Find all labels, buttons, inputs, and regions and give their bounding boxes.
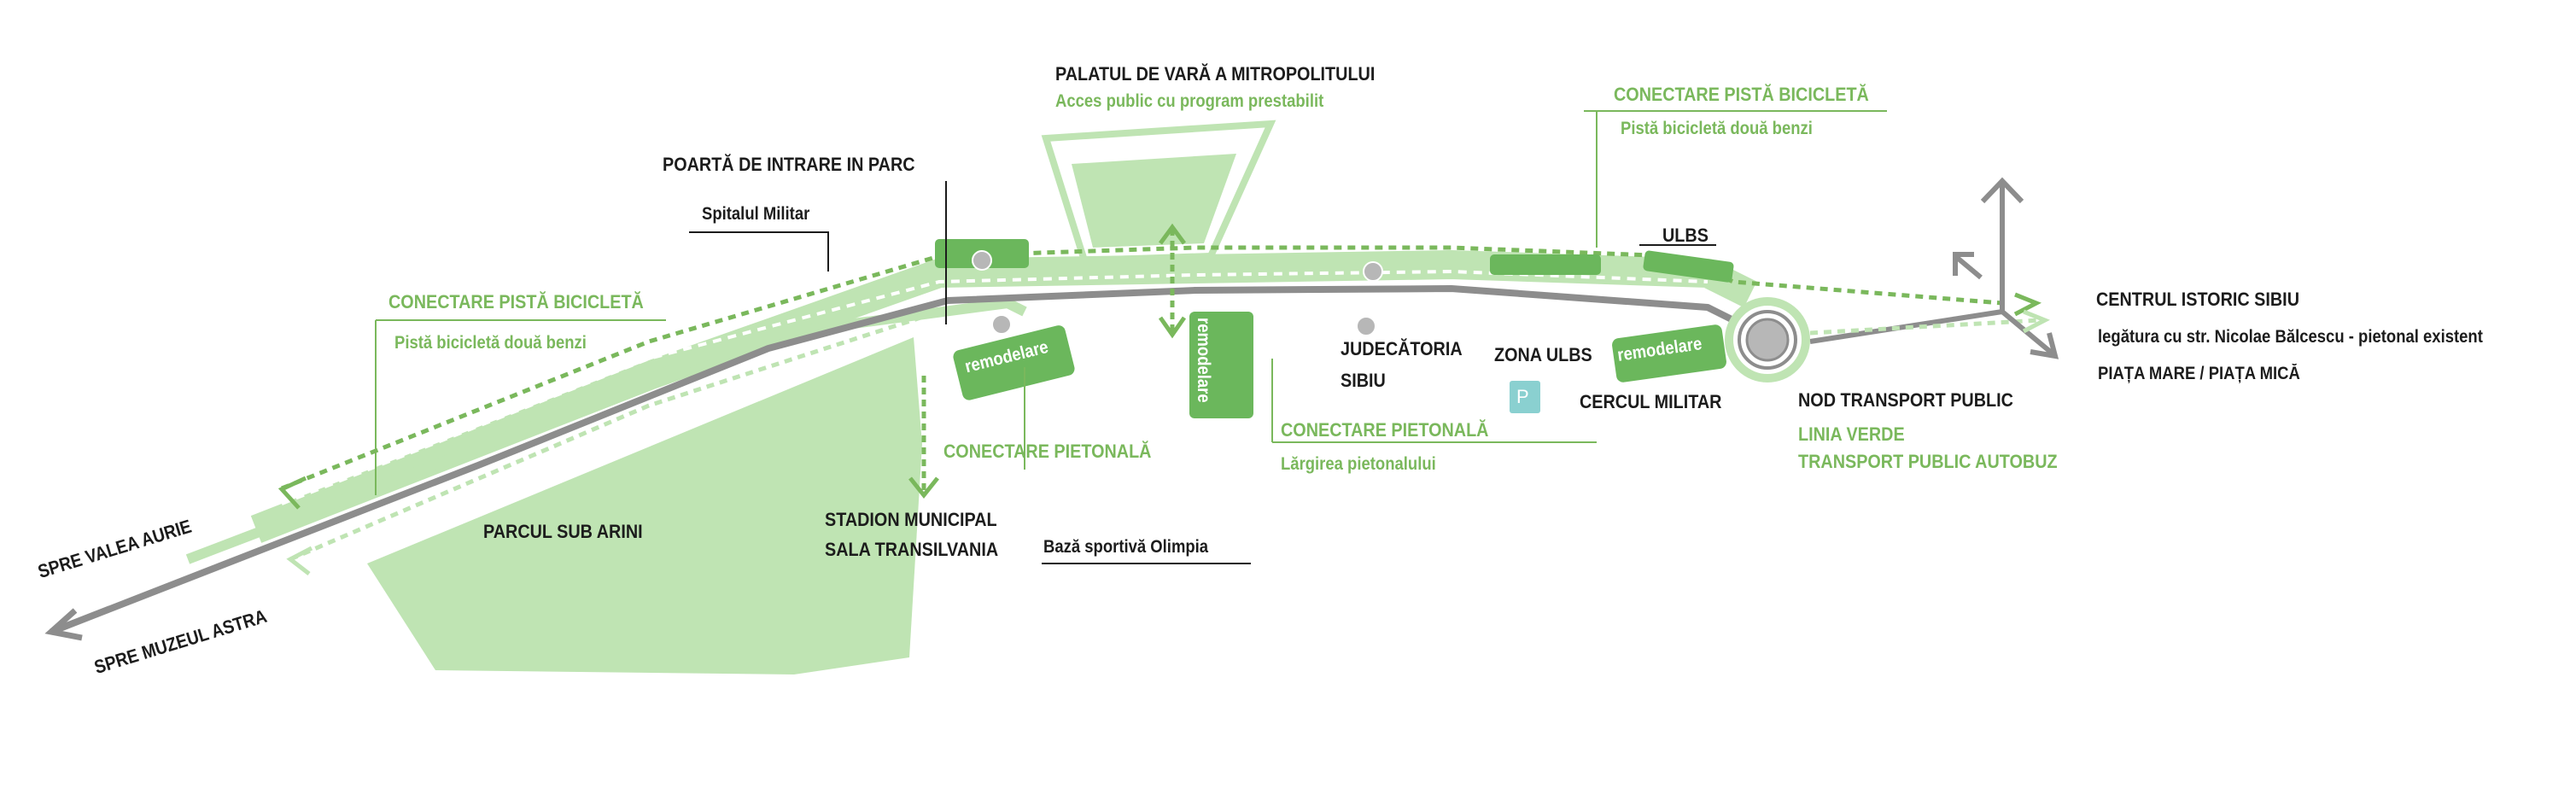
stop-dot: [1356, 316, 1376, 336]
bike-connection-right-title: CONECTARE PISTĂ BICICLETĂ: [1614, 84, 1869, 105]
building-remodel-3: [1612, 324, 1726, 382]
bike-connection-left-title: CONECTARE PISTĂ BICICLETĂ: [388, 291, 644, 312]
parking-icon: [1510, 381, 1540, 413]
bike-connection-right-subtitle: Pistă bicicletă două benzi: [1621, 119, 1813, 138]
arrow-icon: [277, 476, 307, 510]
arrow-icon: [286, 546, 313, 575]
stop-dot: [972, 250, 992, 271]
arrow-icon: [1954, 254, 1983, 280]
sidewalk-widening-label: Lărgirea pietonalului: [1281, 454, 1436, 474]
palace-subtitle: Acces public cu program prestabilit: [1055, 91, 1324, 111]
main-road: [50, 285, 1761, 635]
court-label-line1: JUDECĂTORIA: [1341, 338, 1463, 359]
arrow-icon: [2022, 309, 2050, 334]
arrow-icon: [1158, 223, 1187, 245]
arrow-icon: [908, 476, 939, 499]
arrow-icon: [1158, 316, 1187, 339]
arrow-icon: [1980, 177, 2024, 204]
ulbs-zone-label: ZONA ULBS: [1494, 344, 1592, 365]
transport-node: [1745, 318, 1790, 362]
parking-letter: P: [1516, 386, 1529, 407]
bus-transport-label: TRANSPORT PUBLIC AUTOBUZ: [1798, 451, 2058, 472]
military-hospital-label: Spitalul Militar: [702, 204, 810, 224]
stop-dot: [1363, 261, 1383, 282]
remodel-label-2: remodelare: [1194, 318, 1213, 403]
park-gate-label: POARTĂ DE INTRARE IN PARC: [663, 154, 915, 175]
bike-lane-lower: [289, 309, 940, 562]
park-area: [367, 337, 922, 674]
balcescu-link-label: legătura cu str. Nicolae Bălcescu - piet…: [2098, 327, 2483, 347]
bike-connection-left-subtitle: Pistă bicicletă două benzi: [394, 333, 587, 353]
building-ulbs-2: [1643, 250, 1734, 283]
arrow-icon: [2001, 309, 2055, 357]
piata-label: PIAȚA MARE / PIAȚA MICĂ: [2098, 364, 2300, 383]
park-name-label: PARCUL SUB ARINI: [483, 521, 643, 542]
court-label-line2: SIBIU: [1341, 370, 1386, 391]
palace-title: PALATUL DE VARĂ A MITROPOLITULUI: [1055, 63, 1376, 85]
building-remodel-1: [953, 325, 1075, 400]
green-line-label: LINIA VERDE: [1798, 423, 1905, 445]
ulbs-label: ULBS: [1662, 225, 1709, 246]
military-circle-label: CERCUL MILITAR: [1580, 391, 1722, 412]
leader-line: [689, 231, 829, 272]
historic-center-label: CENTRUL ISTORIC SIBIU: [2096, 289, 2299, 310]
palace-courtyard: [1072, 154, 1236, 248]
arrow-icon: [44, 608, 83, 641]
transport-node-label: NOD TRANSPORT PUBLIC: [1798, 389, 2013, 411]
arrow-icon: [2030, 332, 2059, 359]
pedestrian-connection-right-label: CONECTARE PIETONALĂ: [1281, 419, 1489, 441]
olimpia-label: Bază sportivă Olimpia: [1043, 537, 1209, 557]
building-remodel-2: [1189, 312, 1253, 418]
stadium-label-line2: SALA TRANSILVANIA: [825, 539, 999, 560]
building-ulbs-1: [1490, 254, 1601, 275]
arrow-icon: [2013, 292, 2042, 317]
bike-lane-upper: [281, 245, 2003, 491]
stop-dot: [991, 314, 1012, 335]
stadium-label-line1: STADION MUNICIPAL: [825, 509, 997, 530]
arrow-icon: [1953, 252, 1974, 276]
green-corridor-lower: [185, 297, 1027, 564]
bike-lane-right-lower: [1809, 318, 2042, 336]
pedestrian-connection-left-label: CONECTARE PIETONALĂ: [943, 441, 1152, 462]
